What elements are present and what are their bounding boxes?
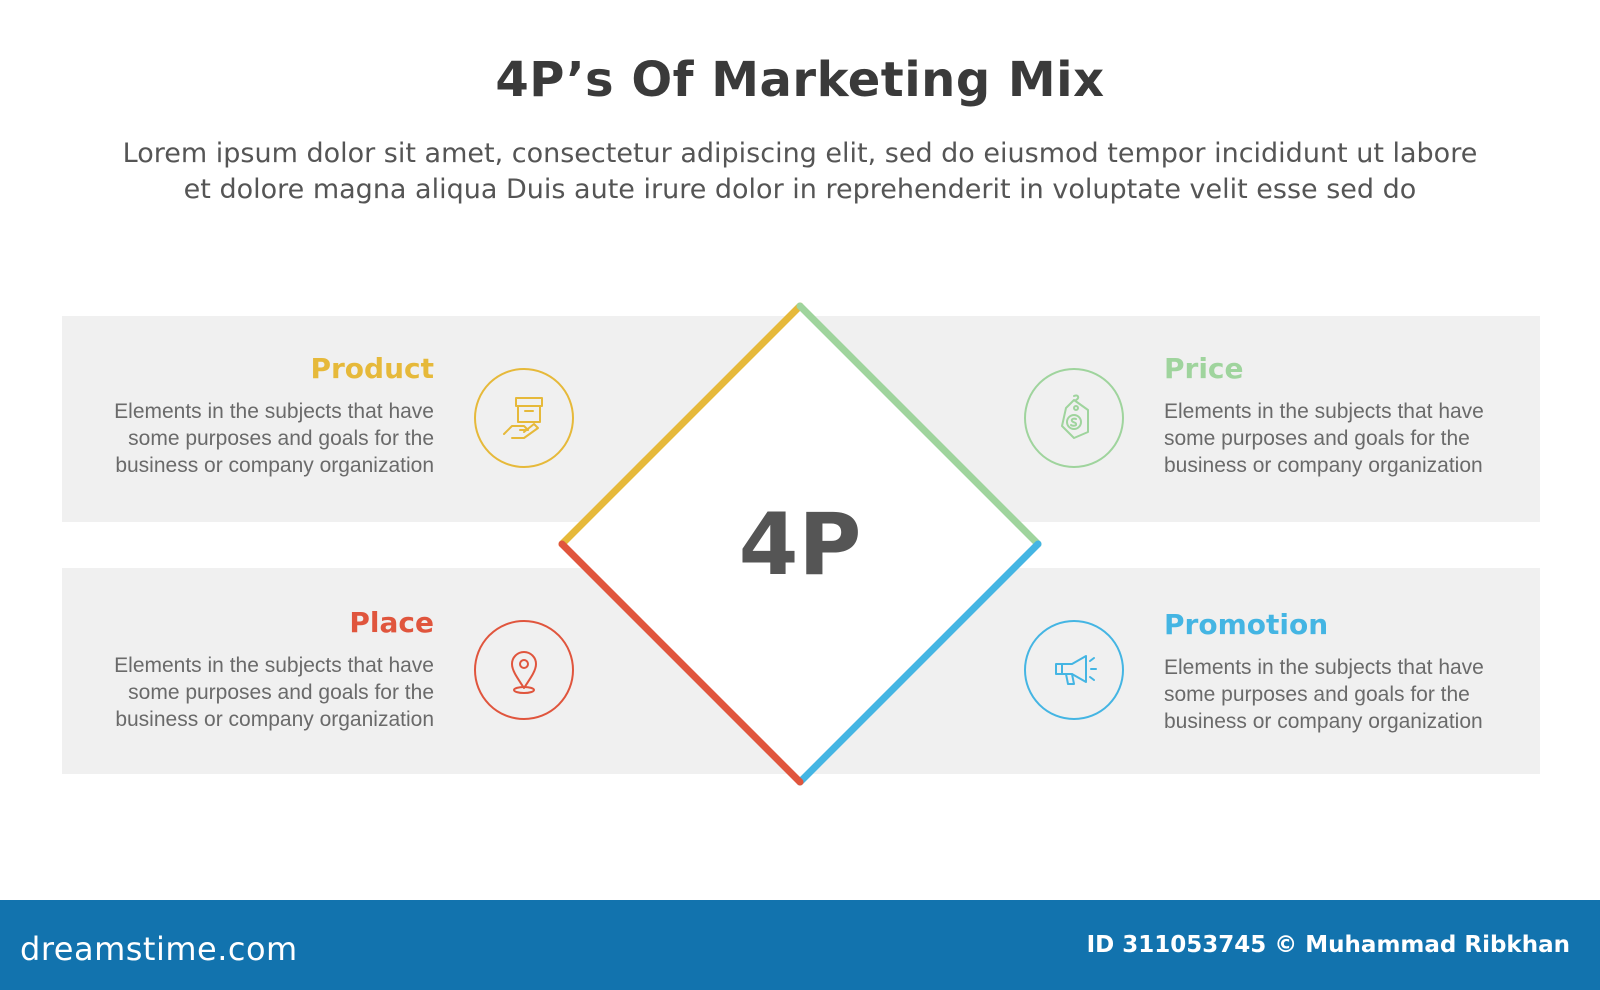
- diamond-edge-promotion: [796, 540, 1042, 786]
- product-description: Elements in the subjects that have some …: [114, 400, 434, 477]
- page-title: 4P’s Of Marketing Mix: [495, 52, 1105, 108]
- footer-site[interactable]: dreamstime.com: [20, 930, 298, 968]
- price-tag-icon: [1061, 394, 1089, 439]
- product-icon-circle: [474, 368, 574, 468]
- subtitle-line-2: et dolore magna aliqua Duis aute irure d…: [183, 174, 1417, 205]
- page-subtitle: Lorem ipsum dolor sit amet, consectetur …: [60, 136, 1540, 208]
- place-icon-circle: [474, 620, 574, 720]
- megaphone-icon: [1055, 655, 1097, 685]
- promotion-title: Promotion: [1164, 608, 1329, 641]
- promotion-icon-circle: [1024, 620, 1124, 720]
- place-description: Elements in the subjects that have some …: [114, 654, 434, 731]
- diamond-edge-product: [558, 302, 804, 548]
- product-title: Product: [310, 352, 434, 385]
- diamond-edge-price: [796, 302, 1042, 548]
- center-label: 4P: [738, 495, 862, 595]
- footer-bar: dreamstime.com ID 311053745 © Muhammad R…: [0, 900, 1600, 990]
- price-title: Price: [1164, 352, 1244, 385]
- promotion-description: Elements in the subjects that have some …: [1164, 656, 1484, 733]
- subtitle-line-1: Lorem ipsum dolor sit amet, consectetur …: [122, 138, 1478, 169]
- price-icon-circle: [1024, 368, 1124, 468]
- diamond-edge-place: [558, 540, 804, 786]
- footer-credit: ID 311053745 © Muhammad Ribkhan: [1086, 932, 1570, 958]
- location-pin-icon: [511, 651, 537, 694]
- box-in-hand-icon: [503, 397, 543, 439]
- place-title: Place: [349, 606, 434, 639]
- price-description: Elements in the subjects that have some …: [1164, 400, 1484, 477]
